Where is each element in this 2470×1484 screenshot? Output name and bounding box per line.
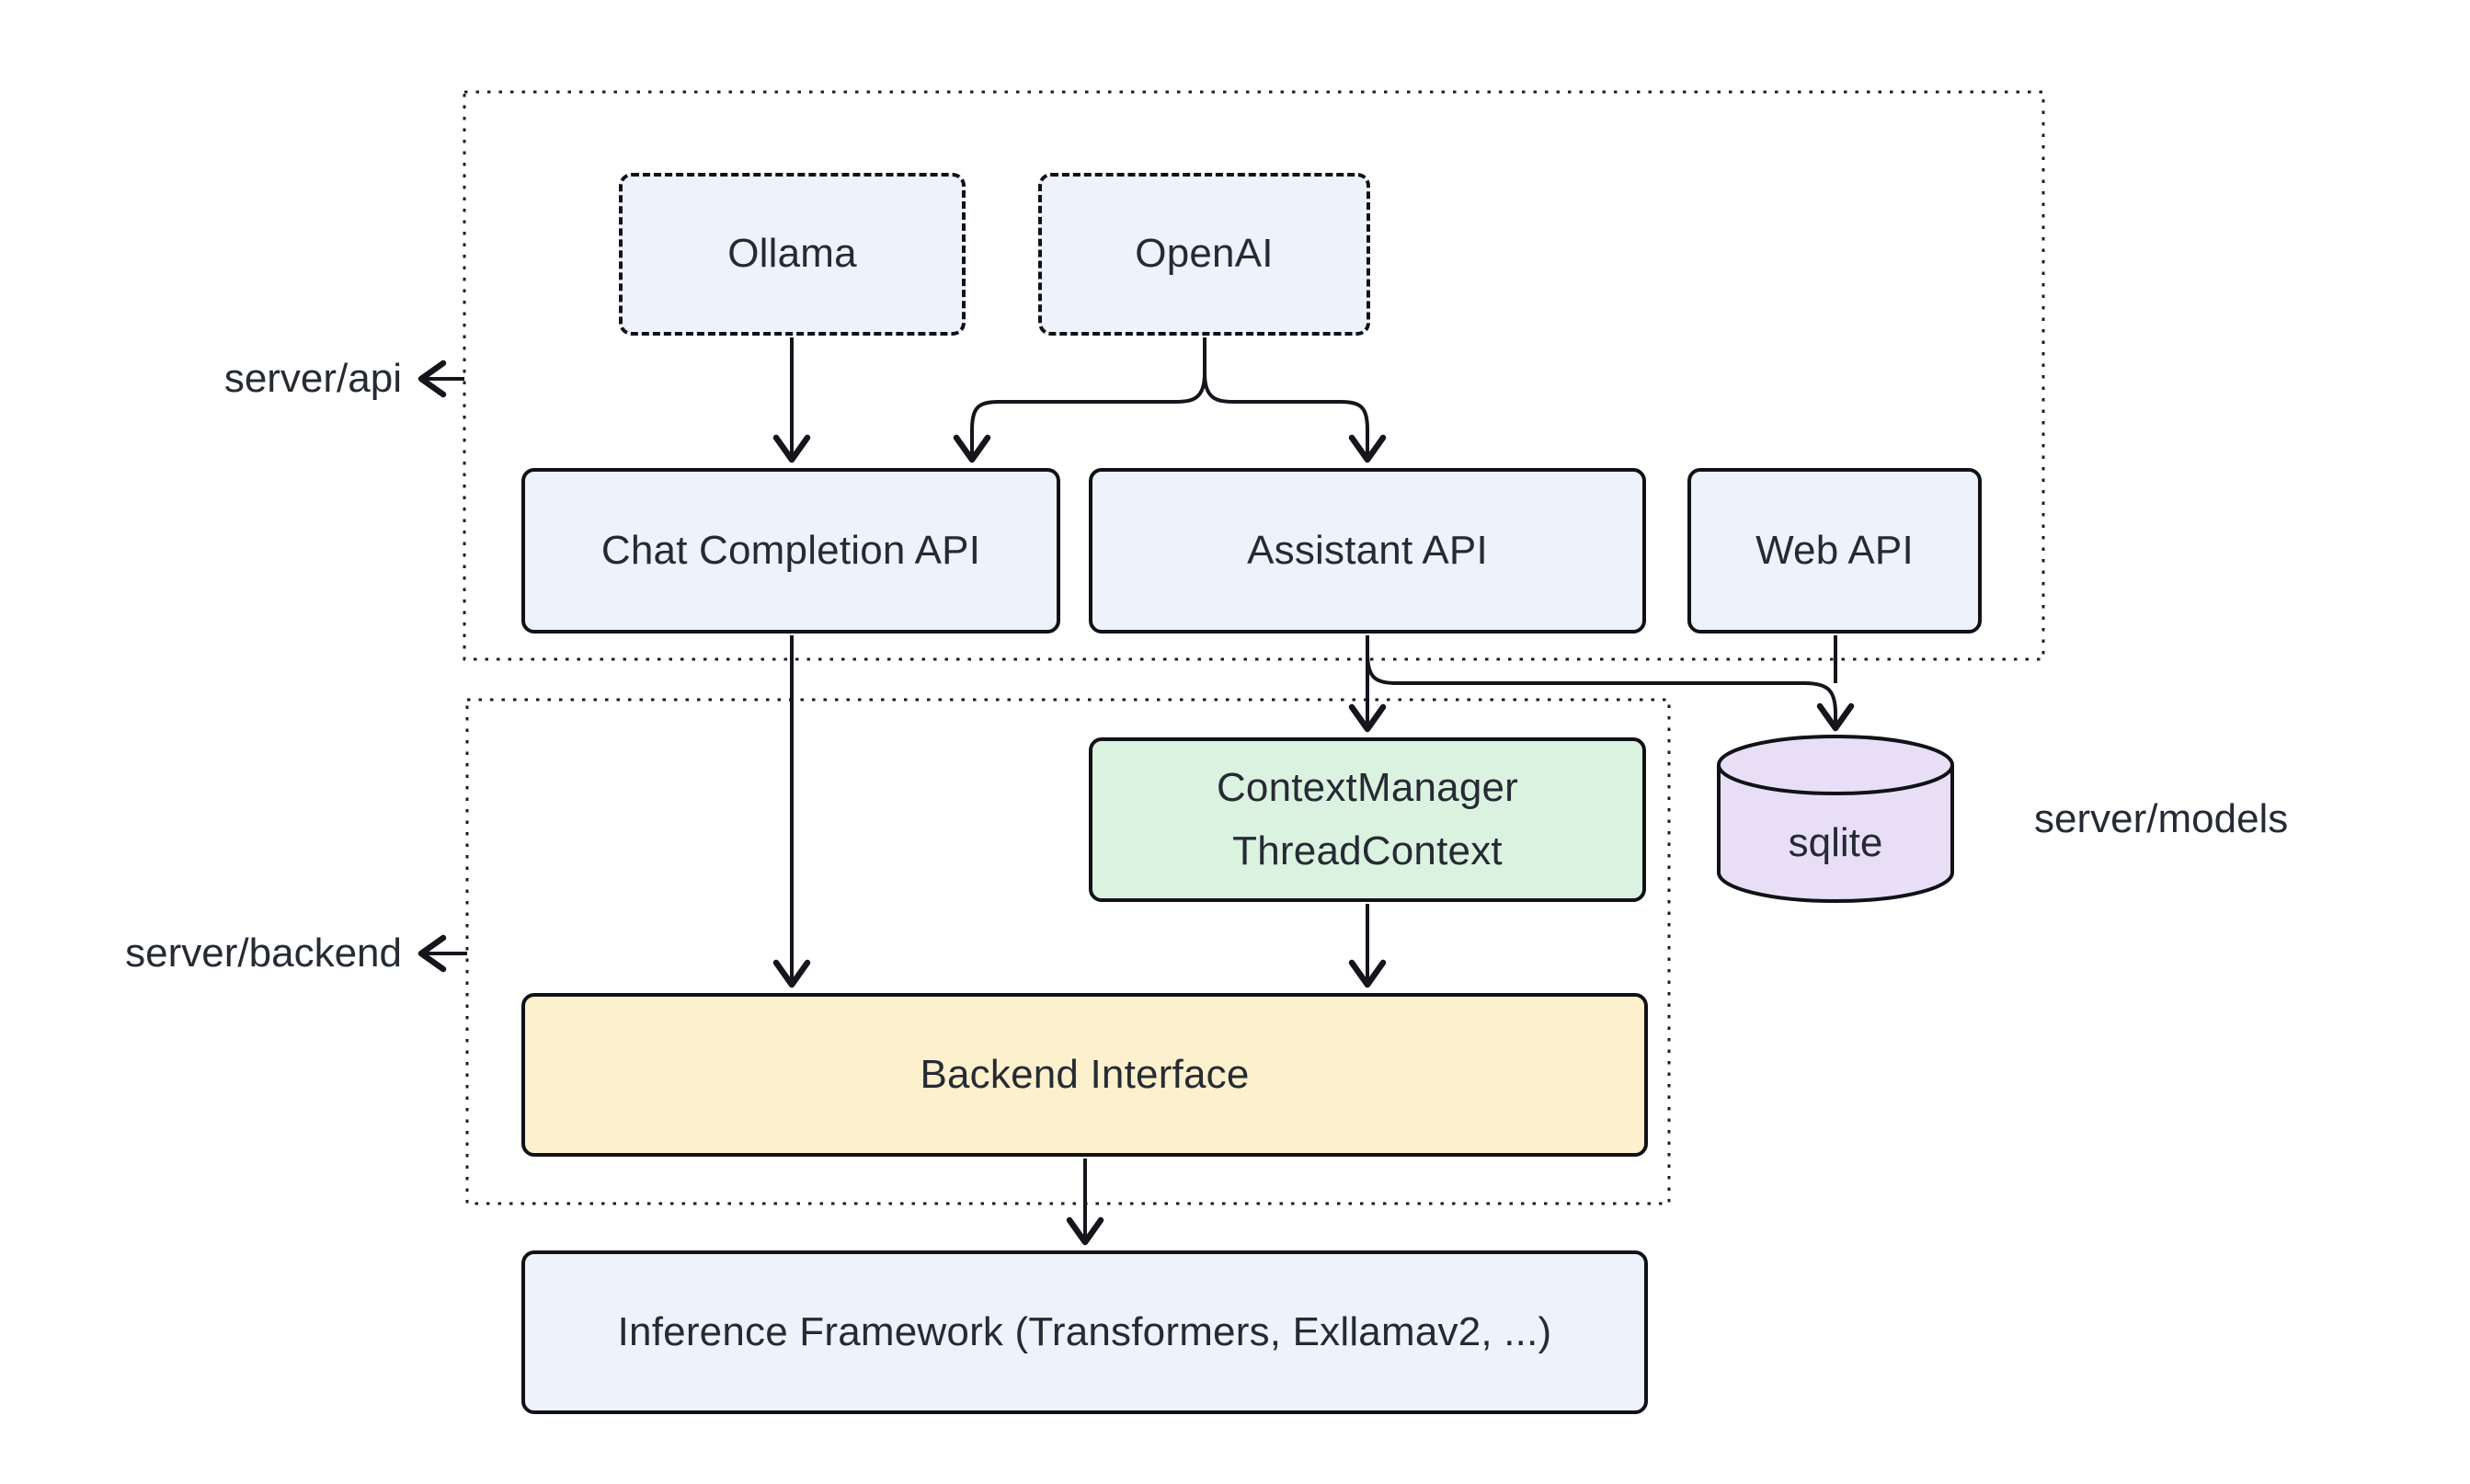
node-openai: OpenAI xyxy=(1038,173,1370,336)
node-assistant-api: Assistant API xyxy=(1089,468,1646,634)
node-backend-interface-label: Backend Interface xyxy=(920,1051,1250,1097)
node-context-manager: ContextManager ThreadContext xyxy=(1089,737,1646,902)
edge-openai-to-assistant xyxy=(1203,372,1387,463)
label-server-backend: server/backend xyxy=(125,930,402,976)
node-chat-completion-api: Chat Completion API xyxy=(521,468,1060,634)
node-web-api: Web API xyxy=(1687,468,1982,634)
container-server-api xyxy=(463,90,2045,661)
node-context-manager-label-line1: ContextManager xyxy=(1216,765,1519,811)
node-ollama: Ollama xyxy=(619,173,966,336)
edge-assistant-to-sqlite xyxy=(1366,652,1855,732)
node-ollama-label: Ollama xyxy=(727,231,857,277)
container-server-backend xyxy=(465,698,1671,1205)
sqlite-cylinder xyxy=(1717,735,1954,903)
edge-openai-to-chat-completion xyxy=(953,337,1206,463)
node-chat-completion-api-label: Chat Completion API xyxy=(600,527,981,573)
label-server-api: server/api xyxy=(223,356,402,401)
node-inference-framework-label: Inference Framework (Transformers, Exlla… xyxy=(617,1308,1552,1354)
node-context-manager-label-line2: ThreadContext xyxy=(1232,828,1503,873)
node-backend-interface: Backend Interface xyxy=(521,993,1648,1157)
node-inference-framework: Inference Framework (Transformers, Exlla… xyxy=(521,1250,1648,1414)
node-assistant-api-label: Assistant API xyxy=(1247,527,1488,573)
node-web-api-label: Web API xyxy=(1755,527,1914,573)
label-server-models: server/models xyxy=(2034,796,2289,841)
node-openai-label: OpenAI xyxy=(1135,231,1274,277)
node-sqlite-label: sqlite xyxy=(1788,820,1883,865)
